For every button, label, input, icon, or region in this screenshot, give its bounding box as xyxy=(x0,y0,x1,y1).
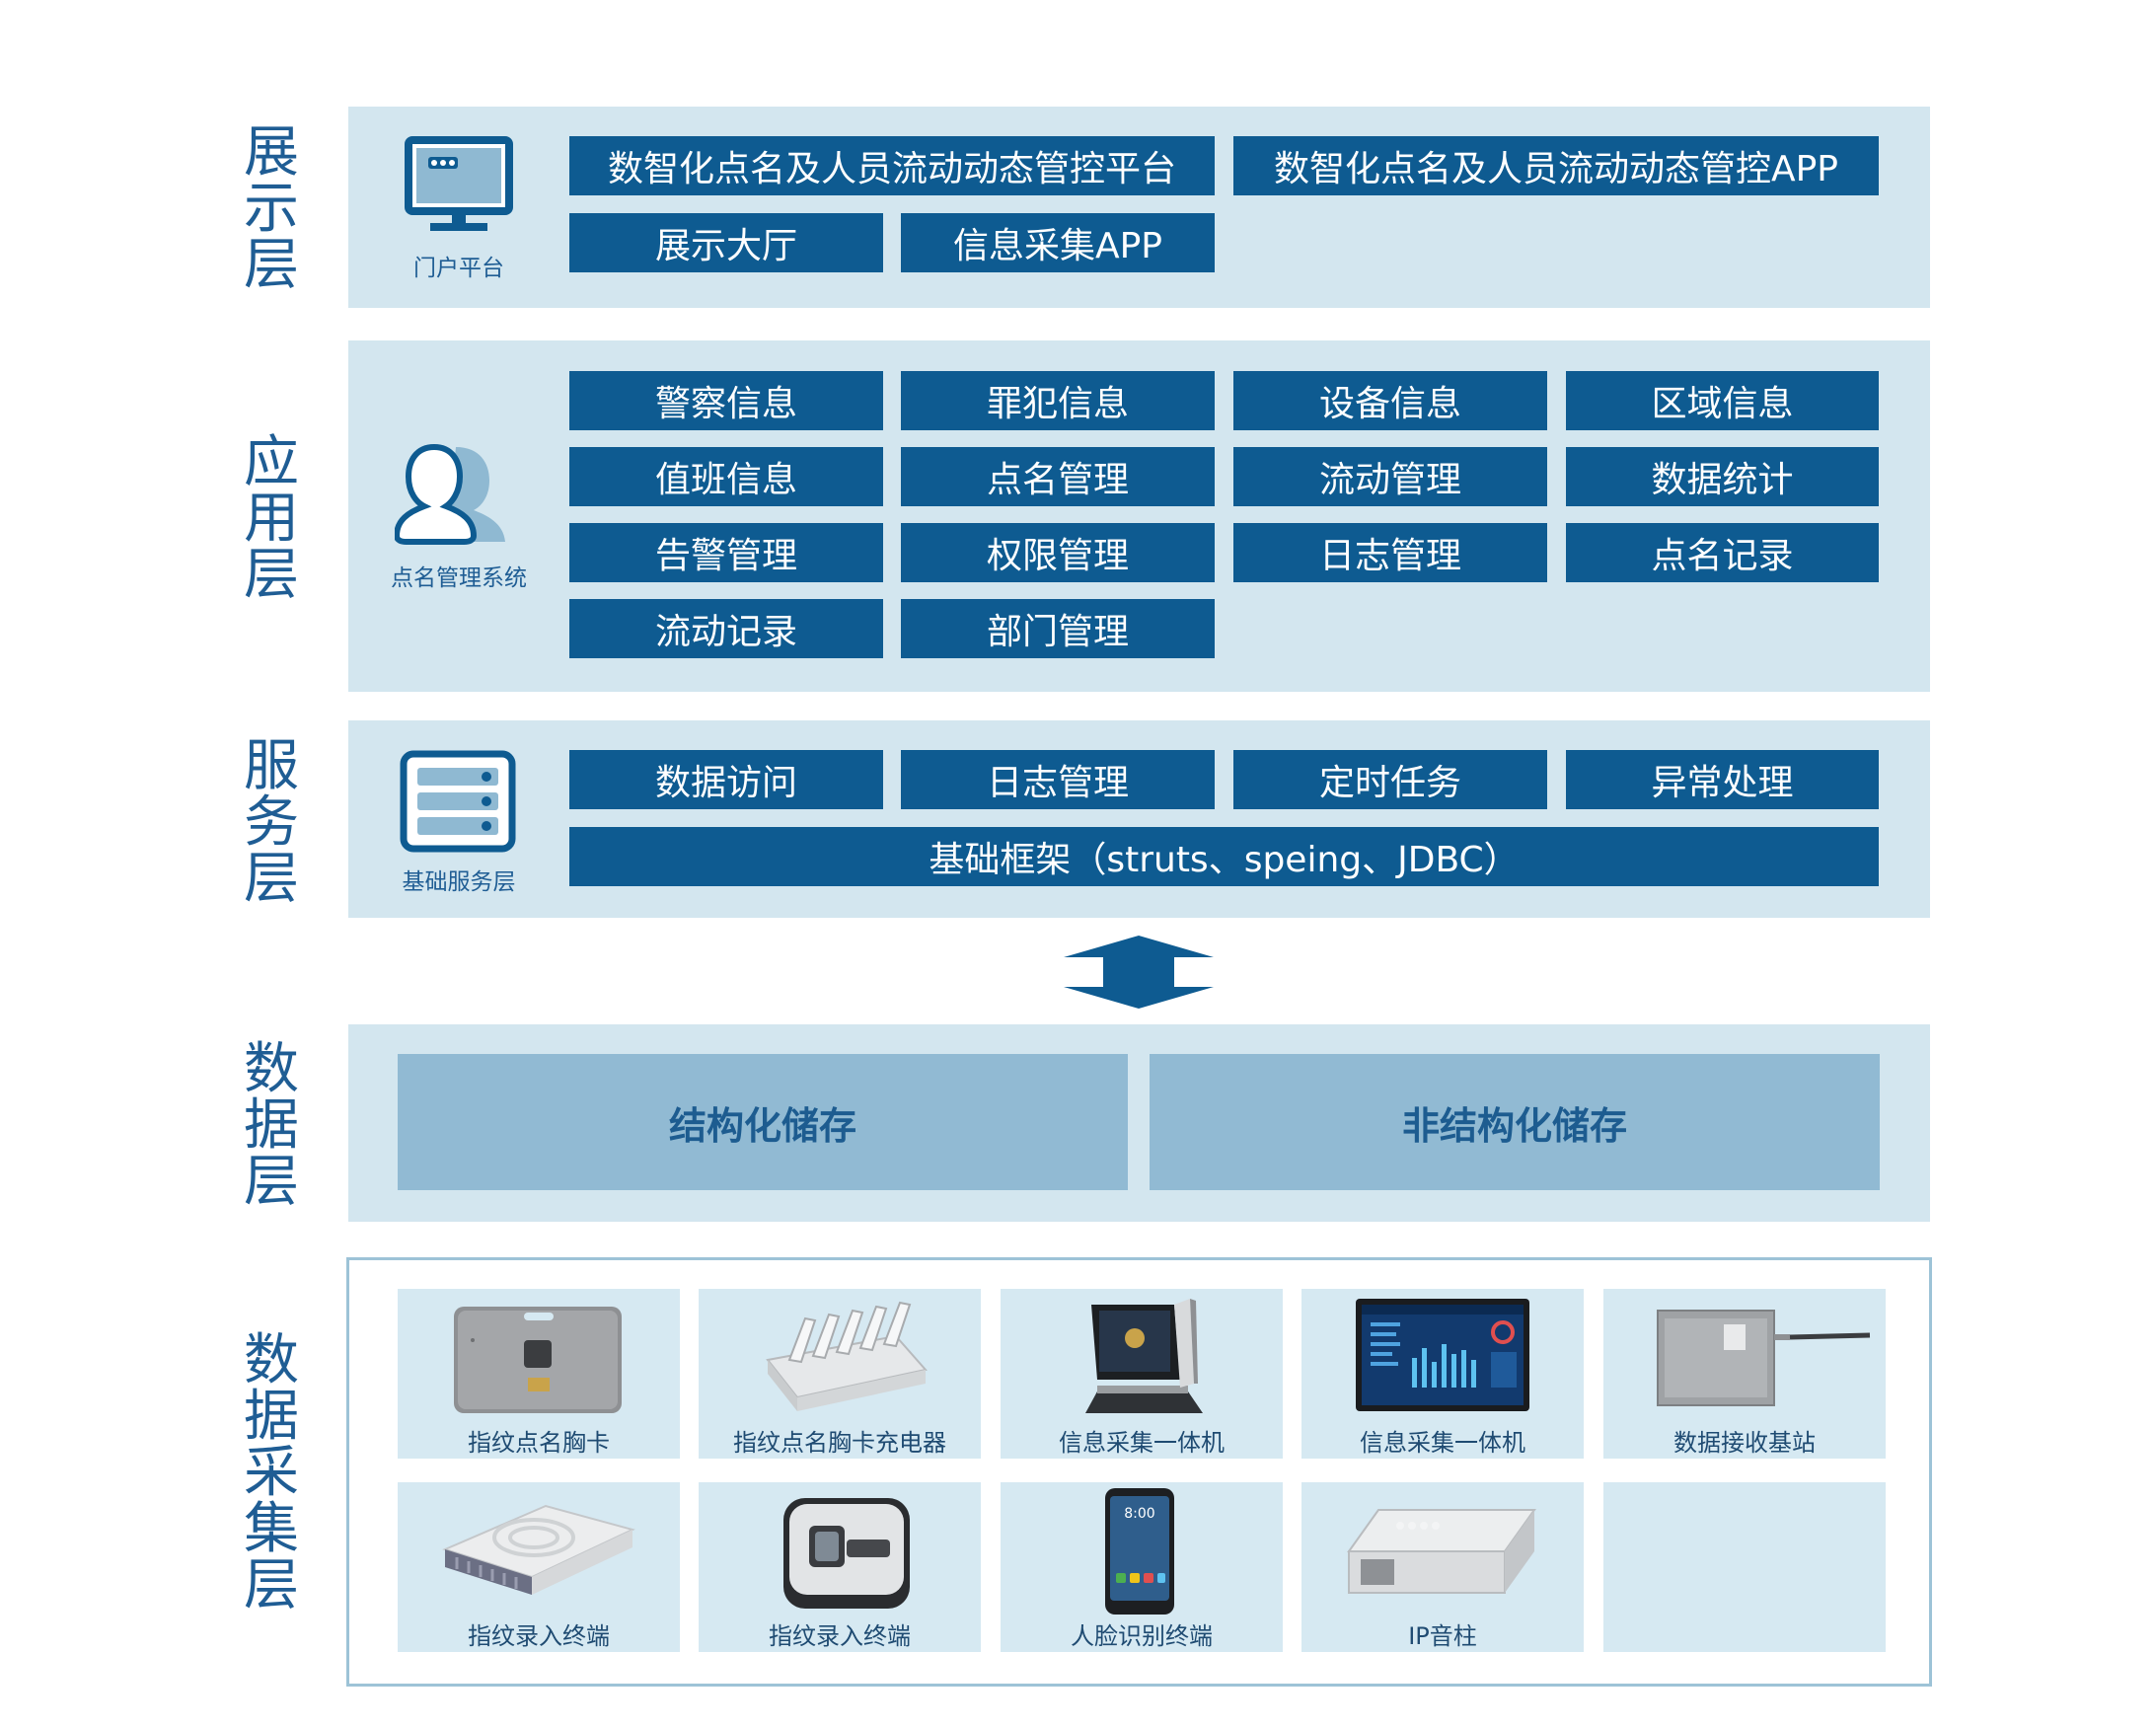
layer-label-char: 层 xyxy=(244,847,299,912)
layer-label-char: 集 xyxy=(244,1497,299,1562)
unstructured-storage: 非结构化储存 xyxy=(1150,1054,1880,1190)
module-exception-handling: 异常处理 xyxy=(1566,750,1879,809)
device-label: 指纹录入终端 xyxy=(769,1622,911,1650)
layer-label-char: 务 xyxy=(244,790,299,856)
ip-speaker-icon xyxy=(1347,1509,1536,1594)
layer-label-char: 层 xyxy=(244,543,299,608)
layer-label-char: 层 xyxy=(244,1553,299,1618)
layer-label-char: 采 xyxy=(244,1441,299,1506)
module-scheduled-tasks: 定时任务 xyxy=(1233,750,1547,809)
device-collection-kiosk: 信息采集一体机 xyxy=(1001,1289,1283,1459)
layer-label-char: 数 xyxy=(244,1328,299,1392)
module-display-platform: 数智化点名及人员流动动态管控平台 xyxy=(569,136,1215,195)
module-data-access: 数据访问 xyxy=(569,750,883,809)
layer-label-char: 应 xyxy=(244,430,299,494)
module-collection-app: 信息采集APP xyxy=(901,213,1215,272)
badge-charger-icon xyxy=(766,1301,928,1411)
device-badge-charger: 指纹点名胸卡充电器 xyxy=(699,1289,981,1459)
module-criminal-info: 罪犯信息 xyxy=(901,371,1215,430)
application-system-caption: 点名管理系统 xyxy=(391,565,527,591)
device-label: IP音柱 xyxy=(1408,1622,1477,1650)
structured-storage: 结构化储存 xyxy=(398,1054,1128,1190)
module-rollcall-record: 点名记录 xyxy=(1566,523,1879,582)
layer-label-collection: 数据采集层 xyxy=(237,1332,306,1615)
module-flow-record: 流动记录 xyxy=(569,599,883,658)
module-rollcall-mgmt: 点名管理 xyxy=(901,447,1215,506)
module-area-info: 区域信息 xyxy=(1566,371,1879,430)
device-label: 信息采集一体机 xyxy=(1059,1429,1225,1457)
card-reader-icon xyxy=(442,1504,635,1595)
phone-terminal-icon: 8:00 xyxy=(1105,1488,1174,1615)
module-police-info: 警察信息 xyxy=(569,371,883,430)
layer-label-char: 用 xyxy=(244,487,299,552)
wall-display-icon xyxy=(1356,1299,1529,1411)
layer-label-char: 服 xyxy=(244,734,299,798)
device-card-reader: 指纹录入终端 xyxy=(398,1482,680,1652)
layer-label-char: 示 xyxy=(244,177,299,242)
device-base-station: 数据接收基站 xyxy=(1603,1289,1886,1459)
device-label: 信息采集一体机 xyxy=(1360,1429,1525,1457)
layer-label-service: 服务层 xyxy=(237,738,306,907)
module-service-log-mgmt: 日志管理 xyxy=(901,750,1215,809)
phone-time: 8:00 xyxy=(1124,1506,1154,1522)
device-label: 指纹点名胸卡 xyxy=(468,1429,610,1457)
device-label: 指纹点名胸卡充电器 xyxy=(733,1429,946,1457)
module-dept-mgmt: 部门管理 xyxy=(901,599,1215,658)
collection-kiosk-icon xyxy=(1085,1299,1203,1413)
device-wall-display: 信息采集一体机 xyxy=(1301,1289,1584,1459)
base-station-icon xyxy=(1657,1310,1871,1406)
module-log-mgmt: 日志管理 xyxy=(1233,523,1547,582)
server-icon xyxy=(400,750,516,853)
layer-label-display: 展示层 xyxy=(237,124,306,293)
layer-label-char: 层 xyxy=(244,233,299,298)
monitor-icon xyxy=(405,136,513,231)
device-label: 指纹录入终端 xyxy=(468,1622,610,1650)
module-base-framework: 基础框架（struts、speing、JDBC） xyxy=(569,827,1879,886)
module-permission-mgmt: 权限管理 xyxy=(901,523,1215,582)
module-flow-mgmt: 流动管理 xyxy=(1233,447,1547,506)
device-phone-terminal: 8:00 人脸识别终端 xyxy=(1001,1482,1283,1652)
module-device-info: 设备信息 xyxy=(1233,371,1547,430)
module-display-app: 数智化点名及人员流动动态管控APP xyxy=(1233,136,1879,195)
fingerprint-badge-icon xyxy=(454,1307,622,1413)
user-icon xyxy=(395,443,505,545)
module-duty-info: 值班信息 xyxy=(569,447,883,506)
service-system-caption: 基础服务层 xyxy=(402,869,516,895)
layer-label-char: 据 xyxy=(244,1385,299,1450)
display-system-caption: 门户平台 xyxy=(413,256,504,281)
device-empty-slot xyxy=(1603,1482,1886,1652)
device-fingerprint-badge: 指纹点名胸卡 xyxy=(398,1289,680,1459)
device-label: 数据接收基站 xyxy=(1673,1429,1816,1457)
fingerprint-scanner-icon xyxy=(783,1498,910,1609)
device-fingerprint-scanner: 指纹录入终端 xyxy=(699,1482,981,1652)
layer-label-data: 数据层 xyxy=(237,1041,306,1210)
layer-label-char: 展 xyxy=(244,120,299,185)
layer-label-char: 据 xyxy=(244,1093,299,1159)
device-ip-speaker: IP音柱 xyxy=(1301,1482,1584,1652)
layer-label-char: 数 xyxy=(244,1037,299,1101)
module-alarm-mgmt: 告警管理 xyxy=(569,523,883,582)
layer-label-char: 层 xyxy=(244,1150,299,1215)
module-data-stats: 数据统计 xyxy=(1566,447,1879,506)
layer-label-application: 应用层 xyxy=(237,434,306,603)
module-display-hall: 展示大厅 xyxy=(569,213,883,272)
bidirectional-arrow-icon xyxy=(1064,936,1214,1009)
device-label: 人脸识别终端 xyxy=(1071,1622,1213,1650)
